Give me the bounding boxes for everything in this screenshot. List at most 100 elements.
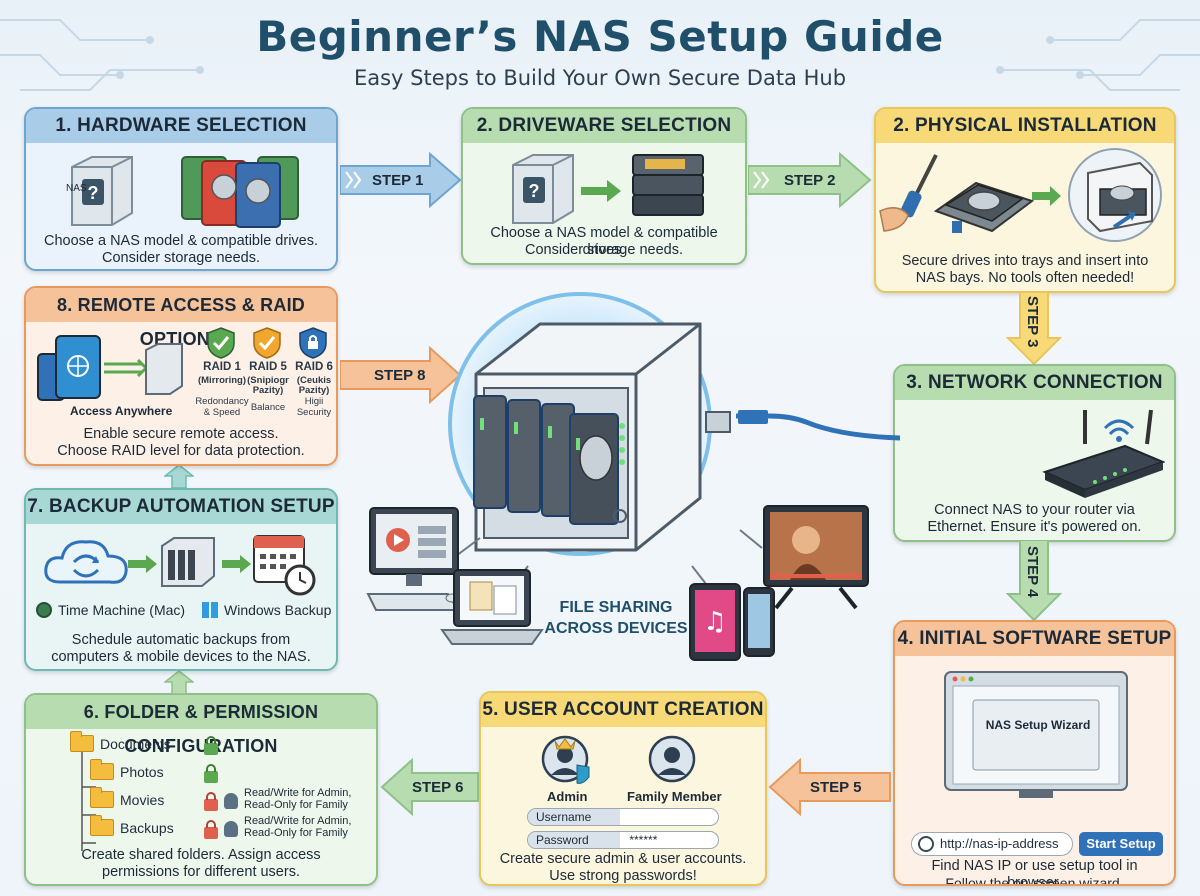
raid6-note2: Security	[296, 407, 332, 418]
card-desc-line1: Create secure admin & user accounts.	[499, 851, 747, 867]
card-desc-line1: Find NAS IP or use setup tool in browser…	[931, 858, 1138, 886]
time-machine-icon	[36, 602, 52, 618]
user-icon	[224, 821, 238, 837]
nas-question-icon: ?	[512, 154, 574, 224]
step4-label: STEP 4	[1024, 546, 1041, 598]
folder-icon	[70, 731, 94, 752]
arrow-right-icon	[128, 555, 157, 573]
file-sharing-label-line1: FILE SHARING	[559, 599, 673, 616]
step2-label: STEP 2	[784, 172, 836, 189]
card-desc-line1: Schedule automatic backups from	[71, 632, 291, 648]
folder-documents[interactable]: Documents	[70, 731, 171, 752]
card-title: 8. REMOTE ACCESS & RAID OPTIONS	[26, 288, 336, 349]
card-desc-line1: Choose a NAS model & compatible drives.	[43, 233, 319, 249]
card-user-account-creation: 5. USER ACCOUNT CREATION Admin Family Me…	[479, 691, 767, 886]
step5-label: STEP 5	[810, 779, 862, 796]
central-nas-illustration	[439, 292, 900, 589]
raid1-title: RAID 1	[203, 361, 241, 373]
password-value: ******	[629, 833, 658, 847]
step3-arrow	[1006, 292, 1062, 366]
cloud-sync-icon	[44, 540, 128, 584]
step2-arrow	[748, 152, 872, 208]
nas-box-label: NAS	[66, 183, 87, 194]
folder-icon	[90, 759, 114, 780]
raid5-subtitle2: Pazity)	[252, 385, 284, 396]
card-desc-line1: Connect NAS to your router via	[934, 502, 1135, 518]
up-arrow	[164, 670, 194, 694]
card-desc-line1: Secure drives into trays and insert into	[901, 253, 1149, 269]
card-title: 2. PHYSICAL INSTALLATION	[876, 109, 1174, 143]
card-title: 1. HARDWARE SELECTION	[26, 109, 336, 143]
card-title: 7. BACKUP AUTOMATION SETUP	[26, 490, 336, 524]
username-field[interactable]: Username	[527, 808, 719, 826]
card-desc-line2: permissions for different users.	[102, 864, 300, 880]
family-label: Family Member	[627, 789, 722, 804]
time-machine-label: Time Machine (Mac)	[58, 602, 186, 618]
folder-movies[interactable]: Movies	[90, 787, 164, 808]
raid1-note1: Redondancy	[195, 396, 249, 407]
step8-arrow	[340, 346, 462, 404]
step8-label: STEP 8	[374, 367, 426, 384]
arrow-right-icon	[222, 555, 251, 573]
step5-arrow	[768, 758, 891, 816]
file-sharing-label-line2: ACROSS DEVICES	[544, 620, 688, 637]
card-title: 2. DRIVEWARE SELECTION	[463, 109, 745, 143]
card-desc-line2: Consider storage needs.	[102, 250, 260, 266]
card-driveware-selection: 2. DRIVEWARE SELECTION ? Choose a NAS mo…	[461, 107, 747, 265]
windows-backup-label: Windows Backup	[224, 602, 332, 618]
url-text: http://nas-ip-address	[940, 836, 1059, 851]
card-desc-line2: Choose RAID level for data protection.	[57, 443, 305, 459]
nas-question-icon: ?	[71, 156, 133, 226]
card-desc-line1: Create shared folders. Assign access	[81, 847, 321, 863]
shield-check-icon	[207, 327, 235, 359]
tv-icon	[763, 505, 869, 610]
card-physical-installation: 2. PHYSICAL INSTALLATION Secure drives i…	[874, 107, 1176, 293]
circuit-decoration	[0, 19, 1200, 91]
folder-photos[interactable]: Photos	[90, 759, 164, 780]
username-label: Username	[528, 809, 620, 825]
screwdriver-hand-icon	[879, 154, 938, 232]
windows-icon	[202, 602, 218, 618]
user-icon	[224, 793, 238, 809]
lock-open-icon	[204, 736, 218, 755]
perm-backups-line1: Read/Write for Admin,	[244, 815, 352, 827]
raid5-note: Balance	[250, 402, 286, 413]
laptop-icon	[440, 569, 544, 645]
family-avatar-icon	[648, 735, 696, 783]
card-desc-line2: Consider storage needs.	[525, 242, 683, 258]
globe-icon	[918, 836, 934, 852]
card-title: 6. FOLDER & PERMISSION CONFIGURATION	[26, 695, 376, 756]
drive-tray-icon	[933, 181, 1035, 233]
access-anywhere-label: Access Anywhere	[70, 404, 173, 418]
devices-access-icon	[37, 335, 183, 401]
step4-arrow	[1006, 540, 1062, 622]
svg-text:?: ?	[88, 183, 99, 203]
browser-wizard-icon	[944, 671, 1128, 798]
card-title: 4. INITIAL SOFTWARE SETUP	[895, 622, 1174, 656]
wizard-label: NAS Setup Wizard	[985, 718, 1091, 732]
url-field[interactable]: http://nas-ip-address	[911, 832, 1073, 856]
tablet-phone-icon: ♫	[689, 583, 775, 661]
raid1-subtitle: (Mirroring)	[197, 375, 247, 386]
desktop-computer-icon	[366, 507, 460, 611]
step6-label: STEP 6	[412, 779, 464, 796]
hard-drives-icon	[181, 156, 299, 228]
calendar-clock-icon	[253, 535, 316, 596]
perm-movies-line2: Read-Only for Family	[244, 799, 348, 811]
card-initial-software-setup: 4. INITIAL SOFTWARE SETUP NAS Setup Wiza…	[893, 620, 1176, 886]
lock-open-icon	[204, 764, 218, 783]
raid6-note1: Higii	[304, 396, 324, 407]
step3-label: STEP 3	[1024, 296, 1041, 348]
start-setup-button[interactable]: Start Setup	[1079, 832, 1163, 856]
folder-backups[interactable]: Backups	[90, 815, 174, 836]
raid5-title: RAID 5	[249, 361, 287, 373]
svg-text:?: ?	[529, 181, 540, 201]
step1-arrow	[340, 152, 462, 208]
nas-device-icon	[161, 537, 215, 587]
admin-avatar-icon	[541, 735, 590, 784]
raid6-subtitle2: Pazity)	[298, 385, 330, 396]
card-remote-access-raid: 8. REMOTE ACCESS & RAID OPTIONS Access A…	[24, 286, 338, 466]
page-subtitle: Easy Steps to Build Your Own Secure Data…	[353, 66, 847, 90]
password-field[interactable]: Password ******	[527, 831, 719, 849]
password-label: Password	[528, 832, 620, 848]
